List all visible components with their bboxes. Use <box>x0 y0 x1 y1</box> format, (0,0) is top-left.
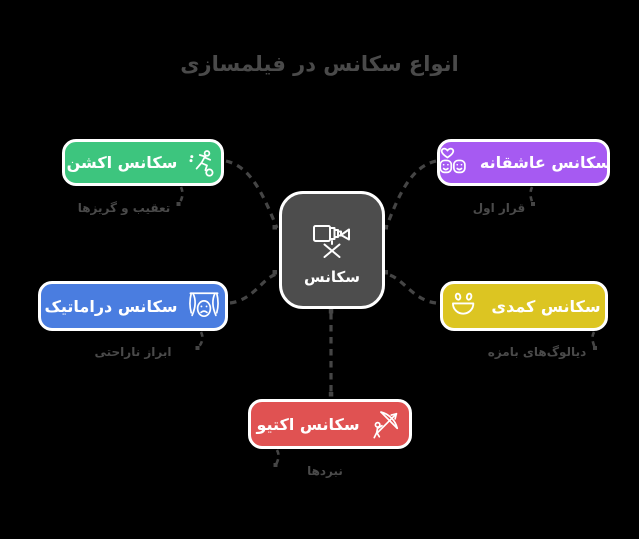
stub-endpoint <box>195 346 200 350</box>
stub-endpoint <box>593 346 597 350</box>
stub-drama-caption <box>196 331 204 349</box>
caption-romance: قرار اول <box>472 201 526 215</box>
node-action-scene: سکانس اکشن <box>62 139 224 186</box>
connector-drama-to-center <box>229 272 278 305</box>
action-figure-icon <box>187 147 219 179</box>
sad-mask-curtain-icon <box>187 289 221 323</box>
connector-endpoint <box>272 270 277 275</box>
connector-endpoint <box>383 225 388 230</box>
center-node-label: سکانس <box>304 267 360 286</box>
connector-action-to-center <box>225 159 279 229</box>
node-drama-scene: سکانس دراماتیک <box>38 281 228 331</box>
caption-active: نبردها <box>307 464 343 478</box>
romance-node-label: سکانس عاشقانه <box>479 153 612 172</box>
stub-endpoint <box>176 202 181 206</box>
stub-active-caption <box>274 449 280 466</box>
active-node-label: سکانس اکتیو <box>256 414 360 434</box>
connector-endpoint <box>383 270 388 275</box>
node-romance-scene: سکانس عاشقانه <box>436 139 612 186</box>
caption-drama: ابراز ناراحتی <box>94 345 172 359</box>
page-title: انواع سکانس در فیلمسازی <box>180 52 459 76</box>
connector-comedy-to-center <box>385 272 437 305</box>
laughing-face-icon <box>447 289 481 323</box>
movie-camera-icon <box>308 215 356 263</box>
stub-action-caption <box>177 186 184 205</box>
node-active-scene: سکانس اکتیو <box>248 399 412 449</box>
connector-romance-to-center <box>384 159 437 229</box>
stub-endpoint <box>273 463 278 467</box>
node-sequence-center: سکانس <box>279 191 385 309</box>
archer-icon <box>370 407 404 441</box>
connector-endpoint <box>272 225 277 230</box>
drama-node-label: سکانس دراماتیک <box>44 296 178 316</box>
comedy-node-label: سکانس کمدی <box>491 296 601 316</box>
stub-comedy-caption <box>591 331 597 349</box>
stub-romance-caption <box>529 186 535 205</box>
heart-masks-icon <box>436 146 470 180</box>
stub-endpoint <box>531 202 535 206</box>
caption-action: تعقیب و گریزها <box>77 201 171 215</box>
action-node-label: سکانس اکشن <box>66 153 178 172</box>
connector-endpoint <box>328 392 334 397</box>
connector-endpoint <box>328 309 334 314</box>
caption-comedy: دیالوگ‌های بامزه <box>487 345 587 359</box>
node-comedy-scene: سکانس کمدی <box>440 281 608 331</box>
